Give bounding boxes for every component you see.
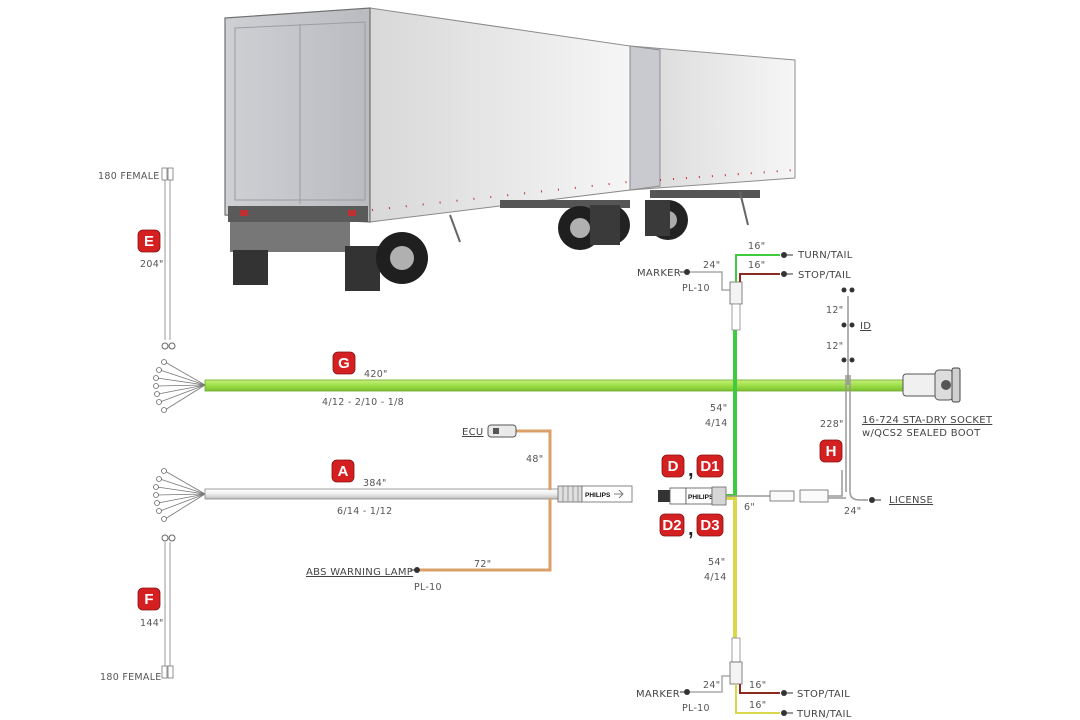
label-top-plug: PL-10 <box>682 283 710 294</box>
badge-d-text: D <box>668 458 679 475</box>
label-bottom-turn-tail: TURN/TAIL <box>796 709 852 720</box>
label-e-length: 204" <box>140 259 164 270</box>
harness-g <box>153 359 961 413</box>
badge-d1[interactable]: D1 <box>696 454 724 478</box>
harness-e <box>161 167 176 350</box>
badge-a-text: A <box>338 463 349 480</box>
badge-h[interactable]: H <box>819 439 843 463</box>
label-ecu-length: 48" <box>526 454 543 465</box>
label-e-top-connector: 180 FEMALE <box>98 171 160 182</box>
badge-d3[interactable]: D3 <box>696 513 724 537</box>
badge-separator-bottom: , <box>688 518 694 540</box>
badge-d2[interactable]: D2 <box>659 513 685 537</box>
badge-h-text: H <box>826 443 837 460</box>
label-f-bottom-connector: 180 FEMALE <box>100 672 162 683</box>
badge-g-text: G <box>338 355 350 372</box>
label-top-stop-length: 16" <box>748 260 765 271</box>
label-bottom-plug: PL-10 <box>682 703 710 714</box>
label-bottom-marker: MARKER <box>636 689 680 700</box>
badge-d2-text: D2 <box>662 517 681 534</box>
badge-d[interactable]: D <box>661 454 685 478</box>
harness-h <box>828 287 881 503</box>
label-socket-line1: 16-724 STA-DRY SOCKET <box>862 415 993 426</box>
label-bottom-marker-length: 24" <box>703 680 720 691</box>
label-f-length: 144" <box>140 618 164 629</box>
label-id: ID <box>860 321 871 332</box>
philips-brand-a: PHILIPS <box>585 492 611 499</box>
label-h-length: 228" <box>820 419 844 430</box>
badge-separator-top: , <box>688 459 694 481</box>
harness-d: PHILIPS <box>658 252 829 716</box>
label-d-down-length: 54" <box>708 557 725 568</box>
badge-g[interactable]: G <box>332 351 356 375</box>
label-top-stop-tail: STOP/TAIL <box>798 270 851 281</box>
label-six-inch: 6" <box>744 502 755 513</box>
label-a-gauge: 6/14 - 1/12 <box>337 506 392 517</box>
label-d-up-length: 54" <box>710 403 727 414</box>
label-license: LICENSE <box>889 495 933 506</box>
label-g-length: 420" <box>364 369 388 380</box>
label-bottom-stop-length: 16" <box>749 680 766 691</box>
harness-a: PHILIPS <box>153 424 633 573</box>
label-abs-warning-lamp: ABS WARNING LAMP <box>306 567 413 578</box>
label-abs-length: 72" <box>474 559 491 570</box>
label-top-turn-tail: TURN/TAIL <box>797 250 853 261</box>
badge-d3-text: D3 <box>700 517 719 534</box>
label-g-gauge: 4/12 - 2/10 - 1/8 <box>322 397 404 408</box>
badge-f[interactable]: F <box>137 587 161 611</box>
label-d-down-gauge: 4/14 <box>704 572 727 583</box>
label-abs-plug: PL-10 <box>414 582 442 593</box>
label-d-up-gauge: 4/14 <box>705 418 728 429</box>
label-a-length: 384" <box>363 478 387 489</box>
label-top-marker: MARKER <box>637 268 681 279</box>
label-license-length: 24" <box>844 506 861 517</box>
label-id-bottom-length: 12" <box>826 341 843 352</box>
label-bottom-stop-tail: STOP/TAIL <box>797 689 850 700</box>
label-top-marker-length: 24" <box>703 260 720 271</box>
label-bottom-turn-length: 16" <box>749 700 766 711</box>
badge-e-text: E <box>144 233 154 250</box>
badge-f-text: F <box>144 591 153 608</box>
label-ecu: ECU <box>462 427 484 438</box>
label-id-top-length: 12" <box>826 305 843 316</box>
harness-f <box>161 534 176 679</box>
badge-d-group: D , D1 D2 , D3 <box>659 454 724 540</box>
badge-d1-text: D1 <box>700 458 719 475</box>
double-trailer-illustration <box>224 7 796 291</box>
label-socket-line2: w/QCS2 SEALED BOOT <box>862 428 981 439</box>
label-top-turn-length: 16" <box>748 241 765 252</box>
philips-brand-d: PHILIPS <box>688 494 714 501</box>
badge-e[interactable]: E <box>137 229 161 253</box>
badge-a[interactable]: A <box>331 459 355 483</box>
